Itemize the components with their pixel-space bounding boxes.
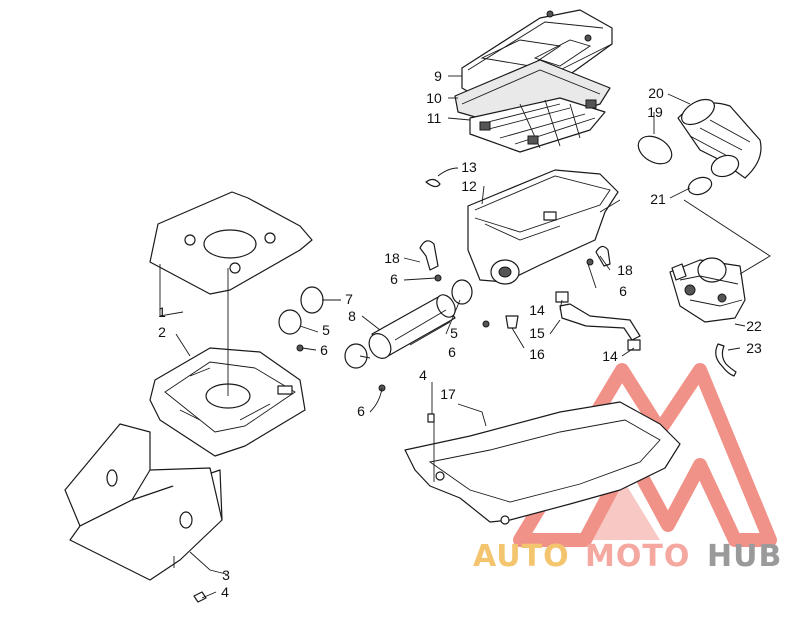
label-4a: 4 [419,367,427,383]
label-5b: 5 [450,325,458,341]
screw-6c [482,320,490,328]
screw-4b [427,413,435,423]
drain-hose-15 [559,303,641,341]
carburetor [669,257,746,323]
watermark-moto: MOTO [585,539,690,574]
hose-23 [715,343,737,377]
clamp-14b [627,339,641,351]
label-7: 7 [345,291,353,307]
label-21: 21 [650,191,666,207]
label-15: 15 [529,325,545,341]
label-14b: 14 [602,348,618,364]
label-5a: 5 [322,322,330,338]
label-3: 3 [222,567,230,583]
airbox-base [149,347,306,457]
clamp-5c [451,279,473,305]
label-10: 10 [426,90,442,106]
valve-16 [505,315,519,329]
label-22: 22 [746,318,762,334]
label-11: 11 [427,110,442,126]
skid-plate [404,401,681,525]
callout-labels: 9 10 11 13 12 19 20 21 22 23 1 2 7 5 8 6… [158,68,762,600]
seal-plate [149,191,313,295]
label-17: 17 [440,386,456,402]
label-8: 8 [348,308,356,324]
label-18b: 18 [617,262,633,278]
clip-13 [425,178,441,188]
intake-duct [368,294,456,359]
label-1: 1 [158,304,166,320]
label-16: 16 [529,346,545,362]
clamp-21 [687,176,713,196]
clamp-19 [637,135,673,165]
label-6d: 6 [448,344,456,360]
screw-6e [586,258,594,266]
screw-4a [193,591,207,603]
clamp-5a [278,309,302,335]
label-12: 12 [461,178,477,194]
watermark-text: AUTO MOTO HUB [473,539,782,574]
clamp-5b [344,343,368,369]
airbox-housing [467,169,619,285]
clamp-7 [300,286,324,314]
watermark-hub: HUB [707,539,782,574]
heat-shield [64,423,223,581]
label-14a: 14 [529,302,545,318]
bracket-18b [595,245,611,267]
label-6c: 6 [390,271,398,287]
label-20: 20 [648,85,664,101]
watermark-auto: AUTO [473,539,570,574]
leader-lines [159,75,771,599]
label-6b: 6 [357,403,365,419]
label-19: 19 [647,104,663,120]
filter-cage [469,97,606,153]
label-9: 9 [434,68,442,84]
label-2: 2 [158,324,166,340]
label-4b: 4 [221,584,229,600]
label-6e: 6 [619,283,627,299]
label-13: 13 [461,159,477,175]
label-6a: 6 [320,342,328,358]
label-18a: 18 [384,250,400,266]
bracket-18a [419,240,439,271]
intake-boot [677,98,762,179]
label-23: 23 [746,340,762,356]
